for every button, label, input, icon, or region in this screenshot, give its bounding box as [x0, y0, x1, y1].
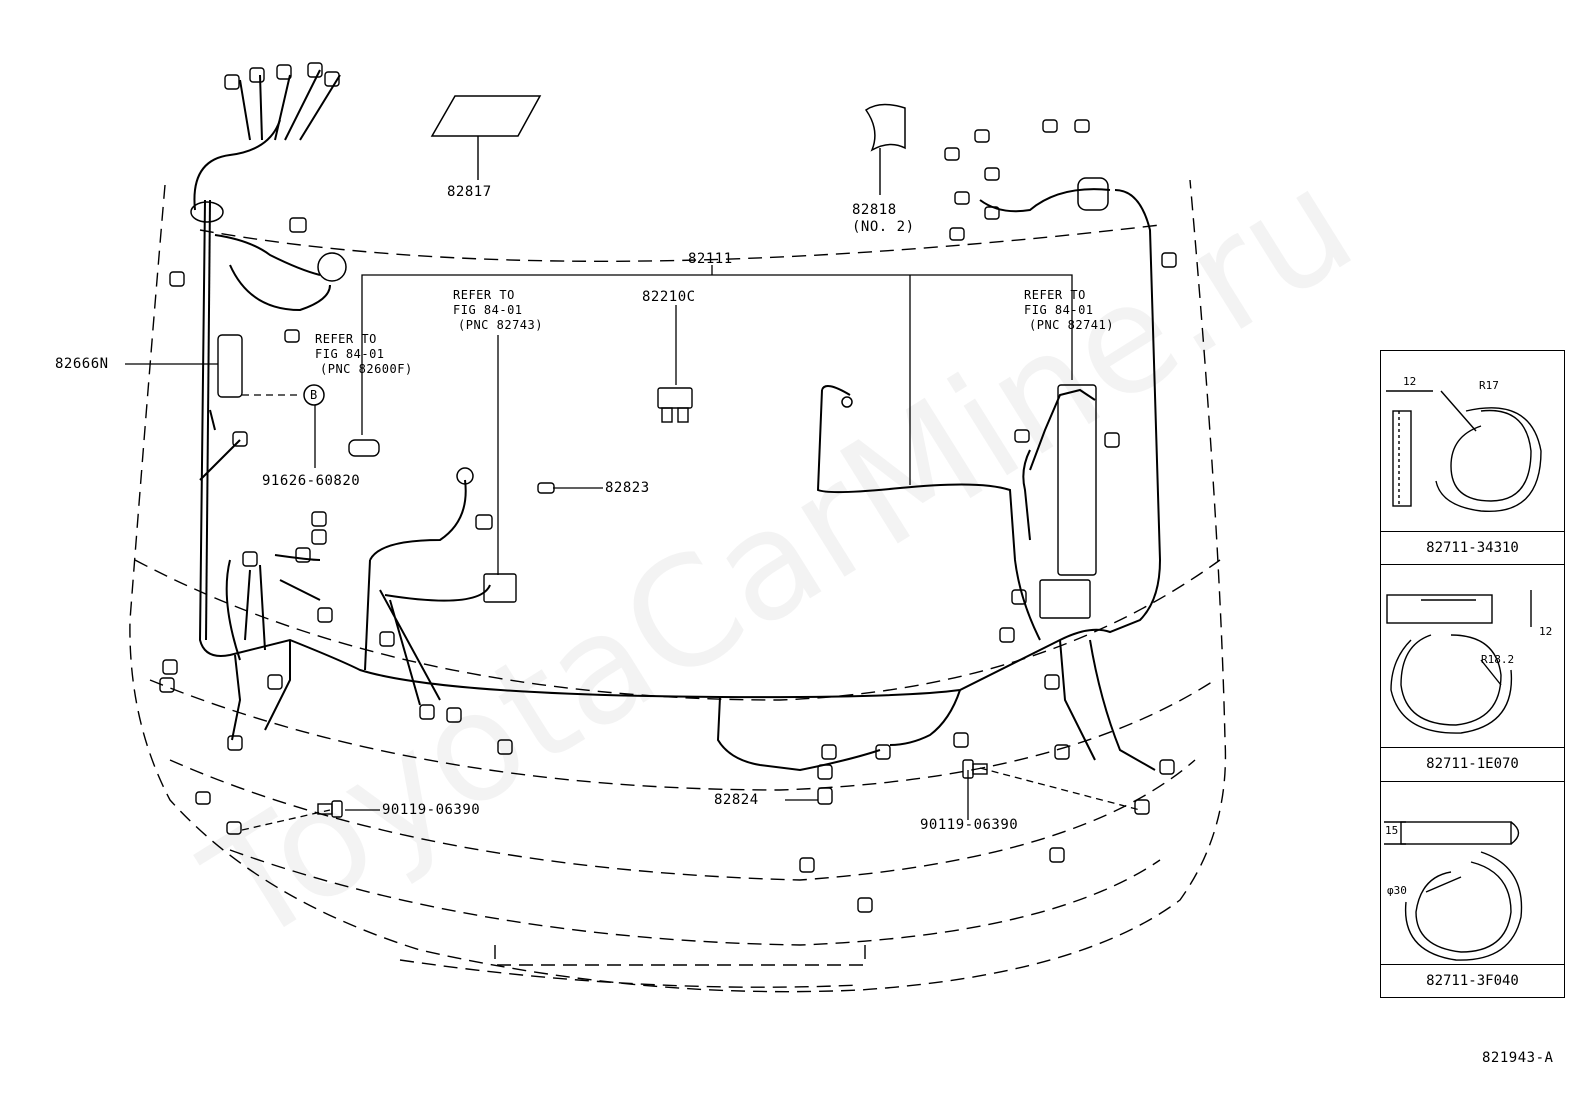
refer-left-line2: FIG 84-01 [315, 347, 385, 361]
clamp-1-caption: 82711-34310 [1381, 531, 1564, 565]
clamp-3-dim-diameter: φ30 [1387, 884, 1407, 897]
inset-clamp-2: 12 R18.2 82711-1E070 [1380, 565, 1565, 782]
clamp-2-dim-radius: R18.2 [1481, 653, 1515, 666]
clamp-3-dim-height: 15 [1385, 824, 1399, 837]
clamp-3-drawing [1384, 821, 1523, 961]
refer-mid-line1: REFER TO [453, 288, 515, 302]
refer-left-line1: REFER TO [315, 332, 377, 346]
label-82666n: 82666N [55, 356, 109, 372]
label-82210c: 82210C [642, 289, 696, 305]
clamp-3-caption: 82711-3F040 [1381, 964, 1564, 998]
leader-lines [125, 265, 1141, 831]
clamp-2-caption: 82711-1E070 [1381, 747, 1564, 781]
clamp-2-drawing [1386, 590, 1532, 734]
label-82823: 82823 [605, 480, 650, 496]
connectors [159, 62, 1177, 913]
marker-b: B [310, 388, 318, 402]
label-90119-right: 90119-06390 [920, 817, 1019, 833]
refer-right-line1: REFER TO [1024, 288, 1086, 302]
label-82111: 82111 [688, 251, 733, 267]
part-82817-sheet [430, 95, 542, 137]
refer-mid-line3: (PNC 82743) [458, 318, 543, 332]
label-90119-left: 90119-06390 [382, 802, 481, 818]
label-82817: 82817 [447, 184, 492, 200]
part-82818-tube [864, 103, 906, 152]
clamp-1-drawing [1386, 390, 1542, 513]
clamp-1-dim-width: 12 [1403, 375, 1417, 388]
diagram-id: 821943-A [1482, 1050, 1554, 1066]
refer-mid-line2: FIG 84-01 [453, 303, 523, 317]
main-harness [193, 69, 1162, 772]
label-82818-sub: (NO. 2) [852, 219, 915, 235]
grommets [190, 177, 1109, 485]
label-91626: 91626-60820 [262, 473, 361, 489]
refer-right-line2: FIG 84-01 [1024, 303, 1094, 317]
clamp-2-dim-height: 12 [1539, 625, 1553, 638]
inset-clamp-1: 12 R17 82711-34310 [1380, 350, 1565, 565]
inset-clamp-3: 15 φ30 82711-3F040 [1380, 782, 1565, 998]
clamp-1-dim-radius: R17 [1479, 379, 1499, 392]
label-82818: 82818 [852, 202, 897, 218]
bolt-icons [317, 759, 988, 818]
refer-left-line3: (PNC 82600F) [320, 362, 413, 376]
refer-right-line3: (PNC 82741) [1029, 318, 1114, 332]
callout-b-circle [303, 384, 325, 406]
vehicle-body-outline [129, 179, 1227, 993]
label-82824: 82824 [714, 792, 759, 808]
